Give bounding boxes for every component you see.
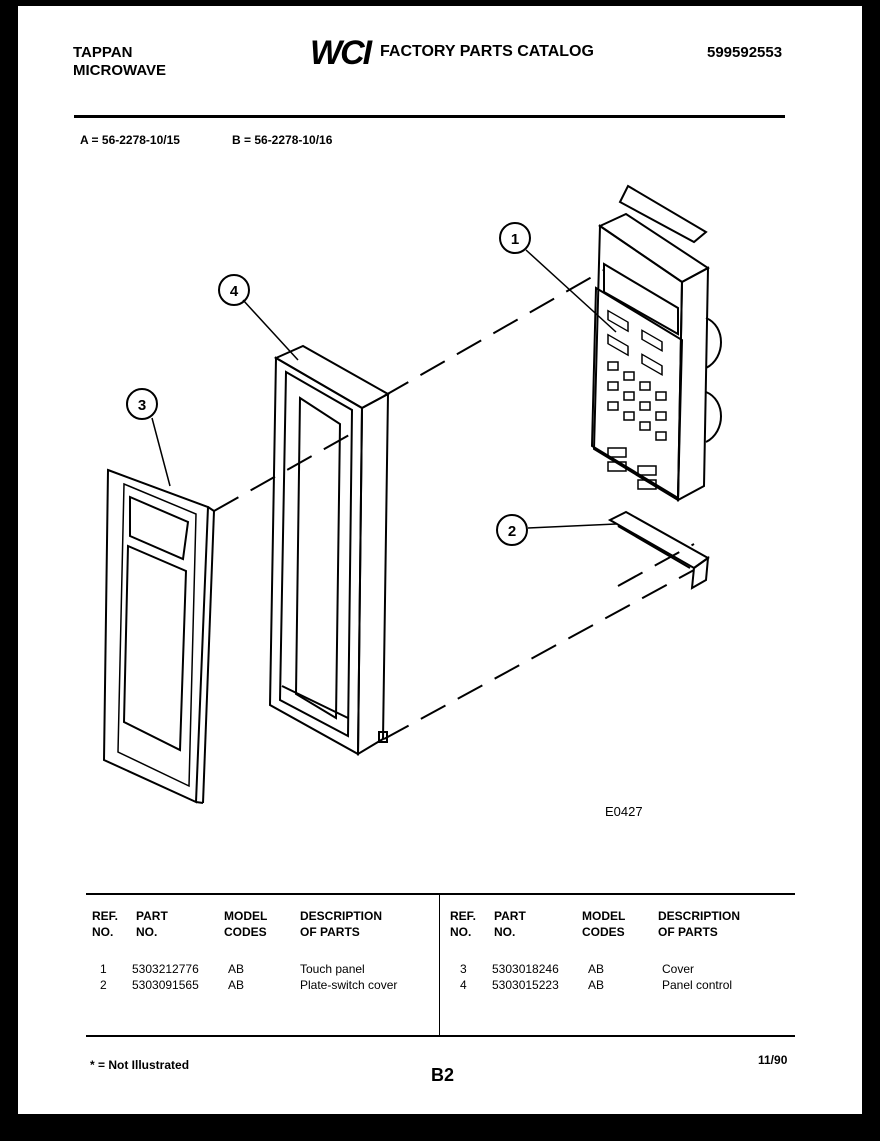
cover-part [102, 468, 215, 804]
model-b: B = 56-2278-10/16 [232, 133, 333, 147]
brand-line-1: TAPPAN [73, 44, 133, 61]
header-ref-right: REF.NO. [450, 909, 477, 939]
footnote: * = Not Illustrated [90, 1058, 190, 1072]
plate-switch-cover-part [607, 510, 710, 590]
exploded-parts-diagram: 1 4 3 2 [102, 184, 722, 804]
header-rule [74, 115, 785, 118]
drawing-code: E0427 [605, 804, 643, 819]
model-a: A = 56-2278-10/15 [80, 133, 180, 147]
callout-1: 1 [511, 231, 519, 248]
touch-panel-part [590, 184, 722, 502]
catalog-page: TAPPAN MICROWAVE WCI FACTORY PARTS CATAL… [18, 6, 862, 1114]
header-ref: REF.NO. [92, 909, 119, 939]
catalog-number: 599592553 [707, 44, 783, 61]
revision-date: 11/90 [758, 1053, 788, 1067]
callout-3: 3 [138, 397, 146, 414]
page-number: B2 [431, 1065, 455, 1085]
callout-2: 2 [508, 523, 516, 540]
table-bottom-rule [86, 1035, 795, 1037]
callout-4: 4 [230, 283, 239, 300]
catalog-title: FACTORY PARTS CATALOG [380, 43, 594, 60]
wci-logo: WCI [310, 34, 372, 72]
table-top-rule [86, 893, 795, 895]
panel-control-part [268, 344, 391, 756]
table-divider [439, 895, 440, 1035]
brand-line-2: MICROWAVE [73, 62, 167, 79]
